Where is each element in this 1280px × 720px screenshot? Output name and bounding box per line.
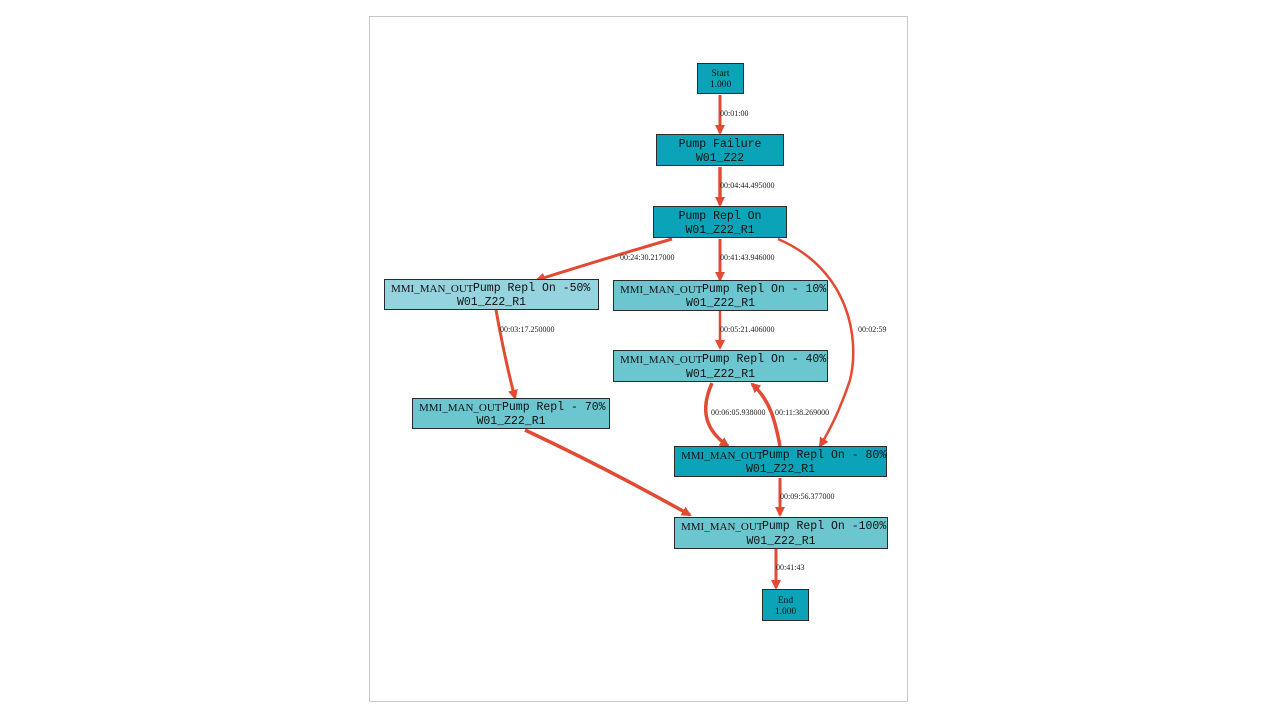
edge-replon-to-50 bbox=[535, 237, 673, 283]
node-repl-70[interactable]: MMI_MAN_OUT Pump Repl - 70% W01_Z22_R1 bbox=[412, 398, 610, 429]
node-repl-50[interactable]: MMI_MAN_OUT Pump Repl On -50% W01_Z22_R1 bbox=[384, 279, 599, 310]
edge-label-50-to-70: 00:03:17.250000 bbox=[500, 325, 554, 334]
node-repl-10-prefix: MMI_MAN_OUT bbox=[620, 284, 703, 296]
node-pump-repl-on[interactable]: Pump Repl On W01_Z22_R1 bbox=[653, 206, 787, 238]
node-start[interactable]: Start 1.000 bbox=[697, 63, 744, 94]
edge-label-start-to-failure: 00:01:00 bbox=[720, 109, 748, 118]
node-repl-40[interactable]: MMI_MAN_OUT Pump Repl On - 40% W01_Z22_R… bbox=[613, 350, 828, 382]
edge-label-failure-to-replon: 00:04:44.495000 bbox=[720, 181, 774, 190]
node-repl-10-title: Pump Repl On - 10% bbox=[702, 283, 827, 296]
node-repl-100-title: Pump Repl On -100% bbox=[762, 520, 887, 533]
node-repl-100-prefix: MMI_MAN_OUT bbox=[681, 521, 764, 533]
node-pump-failure-title: Pump Failure bbox=[678, 138, 762, 151]
edge-70-to-100 bbox=[524, 428, 692, 517]
edge-label-replon-to-50: 00:24:30.217000 bbox=[620, 253, 674, 262]
edge-label-replon-to-80: 00:02:59 bbox=[858, 325, 886, 334]
node-repl-80-title: Pump Repl On - 80% bbox=[762, 449, 887, 462]
edge-replon-to-80 bbox=[777, 237, 855, 448]
node-repl-50-title: Pump Repl On -50% bbox=[473, 282, 591, 295]
node-repl-40-id: W01_Z22_R1 bbox=[685, 368, 755, 381]
node-pump-repl-on-title: Pump Repl On bbox=[678, 210, 762, 223]
node-pump-repl-on-id: W01_Z22_R1 bbox=[685, 224, 755, 237]
edge-label-10-to-40: 00:05:21.406000 bbox=[720, 325, 774, 334]
node-repl-80-id: W01_Z22_R1 bbox=[745, 463, 815, 476]
node-repl-100[interactable]: MMI_MAN_OUT Pump Repl On -100% W01_Z22_R… bbox=[674, 517, 888, 549]
node-pump-failure-id: W01_Z22 bbox=[695, 152, 745, 165]
node-repl-10-id: W01_Z22_R1 bbox=[685, 297, 755, 310]
edge-label-80-to-40: 00:11:38.269000 bbox=[775, 408, 829, 417]
node-start-value: 1.000 bbox=[709, 80, 732, 90]
node-repl-100-id: W01_Z22_R1 bbox=[746, 535, 816, 548]
edge-40-to-80 bbox=[703, 382, 730, 448]
node-repl-70-title: Pump Repl - 70% bbox=[502, 401, 606, 414]
node-repl-70-prefix: MMI_MAN_OUT bbox=[419, 402, 502, 414]
node-repl-80-prefix: MMI_MAN_OUT bbox=[681, 450, 764, 462]
edge-label-40-to-80: 00:06:05.938000 bbox=[711, 408, 765, 417]
node-repl-40-prefix: MMI_MAN_OUT bbox=[620, 354, 703, 366]
node-repl-40-title: Pump Repl On - 40% bbox=[702, 353, 827, 366]
node-end-label: End bbox=[777, 596, 794, 606]
node-repl-70-id: W01_Z22_R1 bbox=[476, 415, 546, 428]
edge-80-to-40 bbox=[750, 382, 782, 447]
node-repl-50-id: W01_Z22_R1 bbox=[456, 296, 526, 309]
node-end[interactable]: End 1.000 bbox=[762, 589, 809, 621]
edge-label-replon-to-10: 00:41:43.946000 bbox=[720, 253, 774, 262]
edge-label-100-to-end: 00:41:43 bbox=[776, 563, 804, 572]
edge-50-to-70 bbox=[494, 309, 518, 400]
node-repl-50-prefix: MMI_MAN_OUT bbox=[391, 283, 474, 295]
node-repl-10[interactable]: MMI_MAN_OUT Pump Repl On - 10% W01_Z22_R… bbox=[613, 280, 828, 311]
node-repl-80[interactable]: MMI_MAN_OUT Pump Repl On - 80% W01_Z22_R… bbox=[674, 446, 887, 477]
node-pump-failure[interactable]: Pump Failure W01_Z22 bbox=[656, 134, 784, 166]
node-start-label: Start bbox=[711, 69, 730, 79]
edge-label-80-to-100: 00:09:56.377000 bbox=[780, 492, 834, 501]
node-end-value: 1.000 bbox=[774, 607, 797, 617]
